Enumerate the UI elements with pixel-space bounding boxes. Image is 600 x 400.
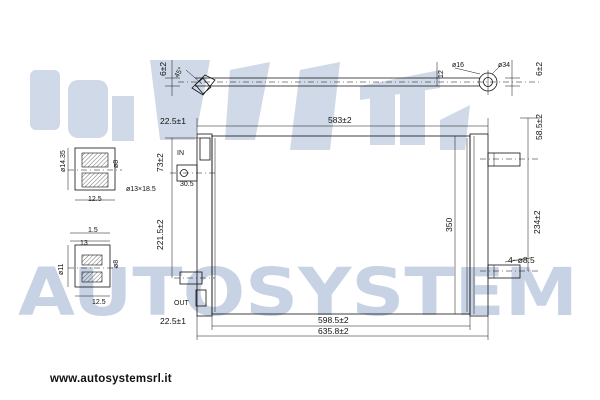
dim-right-holes: 4−ø8.5: [508, 255, 535, 265]
dim-height-350: 350: [444, 218, 454, 232]
dim-top-h6-left: 6±2: [158, 62, 168, 76]
dim-fit-b-d11: ø11: [58, 263, 65, 275]
dim-fit-a-len: 12.5: [88, 196, 102, 203]
dim-left-bottom-offset: 22.5±1: [160, 316, 186, 326]
dim-bracket-30: 30.5: [180, 181, 194, 188]
main-dimension-lines: [165, 117, 540, 340]
label-in: IN: [177, 150, 184, 157]
dim-bracket-hole: ø13×18.5: [126, 186, 156, 193]
dim-fit-a-d8: ø8: [113, 160, 120, 168]
dim-left-221: 221.5±2: [155, 219, 165, 250]
dim-width-635: 635.8±2: [318, 326, 349, 336]
website-link[interactable]: www.autosystemsrl.it: [50, 373, 172, 385]
dim-width-core: 583±2: [328, 115, 352, 125]
dim-left-73: 73±2: [155, 153, 165, 172]
watermark-brand: AUTOSYSTEM: [18, 254, 578, 331]
dim-fit-b-13: 13: [80, 240, 88, 247]
dim-fit-b-d8: ø8: [113, 260, 120, 268]
label-out: OUT: [174, 300, 190, 307]
dim-fit-b-15: 1.5: [88, 227, 98, 234]
watermark: AUTOSYSTEM: [18, 60, 578, 331]
fitting-detail-a: [67, 147, 122, 201]
top-view: [165, 60, 540, 96]
dim-top-d34: ø34: [498, 62, 510, 69]
dim-fit-b-len: 12.5: [92, 299, 106, 306]
dim-right-top: 58.5±2: [534, 114, 544, 140]
dim-left-top-offset: 22.5±1: [160, 116, 186, 126]
watermark-figure-icon: [30, 60, 470, 150]
fitting-detail-b: [67, 232, 118, 297]
dim-right-234: 234±2: [532, 210, 542, 234]
dim-width-598: 598.5±2: [318, 315, 349, 325]
condenser-front-view: [170, 133, 540, 317]
dim-top-d16: ø16: [452, 62, 464, 69]
dim-top-12: 12: [438, 70, 445, 78]
dim-fit-a-d14: ø14.35: [60, 150, 67, 172]
dim-top-h6-right: 6±2: [534, 62, 544, 76]
